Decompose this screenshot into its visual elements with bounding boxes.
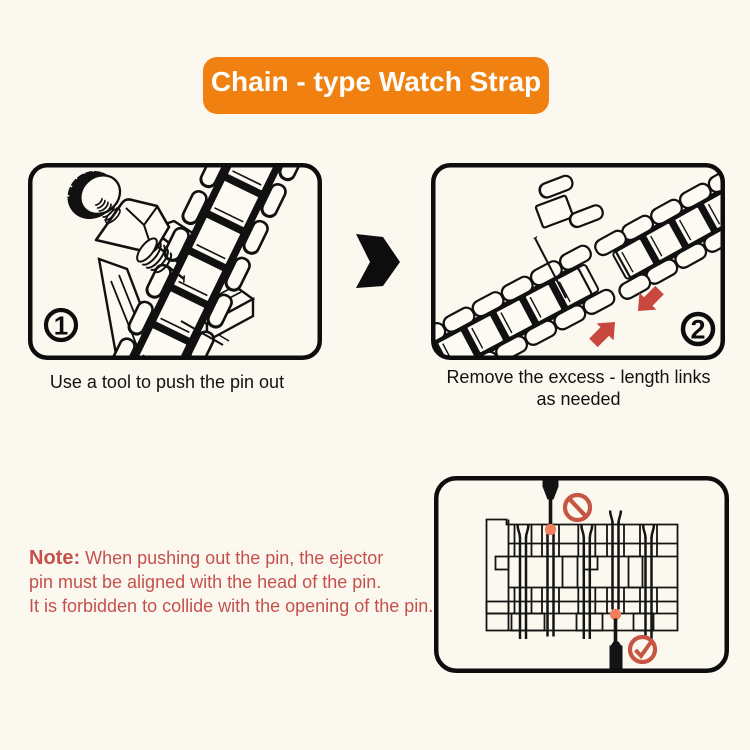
svg-text:1: 1 bbox=[54, 311, 68, 341]
svg-text:2: 2 bbox=[690, 315, 705, 345]
